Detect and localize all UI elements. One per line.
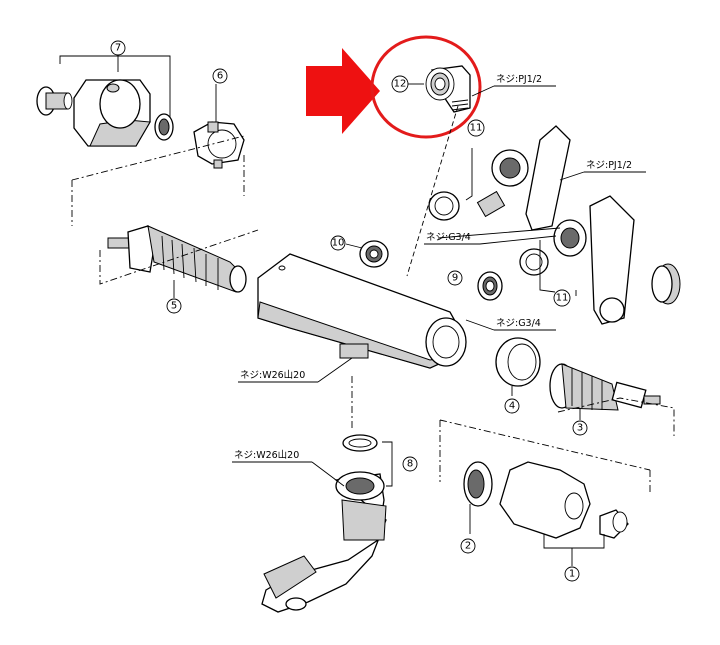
callout-7: 7 xyxy=(110,40,126,56)
callout-12-text: 12 xyxy=(394,79,407,90)
main-valve-body xyxy=(257,253,467,369)
callout-11-upper: 11 xyxy=(467,119,485,137)
callout-2: 2 xyxy=(460,538,476,554)
callout-2-text: 2 xyxy=(465,541,471,552)
callout-1-text: 1 xyxy=(569,569,575,580)
part-4-ring xyxy=(495,337,541,396)
callout-11-upper-text: 11 xyxy=(470,123,483,134)
thread-label-g34-lower-text: ネジ:G3/4 xyxy=(496,318,541,329)
part-1-handle xyxy=(499,461,629,566)
thread-label-pj-right-text: ネジ:PJ1/2 xyxy=(586,160,632,171)
thread-label-g34-lower: ネジ:G3/4 xyxy=(465,318,556,331)
thread-label-g34-upper-text: ネジ:G3/4 xyxy=(426,232,471,243)
callout-9: 9 xyxy=(447,270,463,286)
thread-label-w26-spout: ネジ:W26山20 xyxy=(232,450,345,487)
callout-10-text: 10 xyxy=(332,238,345,249)
callout-8: 8 xyxy=(402,456,418,472)
callout-8-text: 8 xyxy=(407,459,413,470)
callout-1: 1 xyxy=(564,566,580,582)
callout-3: 3 xyxy=(572,420,588,436)
callout-4-text: 4 xyxy=(509,401,515,412)
part-8-spout-assembly xyxy=(261,434,393,613)
callout-4: 4 xyxy=(504,398,520,414)
part-9-nut xyxy=(477,271,503,301)
thread-label-w26-body-text: ネジ:W26山20 xyxy=(240,370,305,381)
callout-9-text: 9 xyxy=(452,273,458,284)
right-inlet-fittings xyxy=(428,125,681,325)
part-12-elbow-fitting xyxy=(406,65,471,277)
callout-6: 6 xyxy=(212,68,228,84)
thread-label-w26-body: ネジ:W26山20 xyxy=(238,357,353,383)
callout-5-text: 5 xyxy=(171,301,177,312)
callout-12: 12 xyxy=(391,75,409,93)
thread-label-g34-upper: ネジ:G3/4 xyxy=(424,232,557,245)
part-3-cartridge xyxy=(549,363,675,436)
part-7-lever-assembly xyxy=(36,55,174,147)
callout-7-text: 7 xyxy=(115,43,121,54)
part-6-clip xyxy=(193,84,245,169)
callout-11-lower-text: 11 xyxy=(556,293,569,304)
part-2-ring xyxy=(463,461,493,534)
callout-3-text: 3 xyxy=(577,423,583,434)
thread-label-pj-right: ネジ:PJ1/2 xyxy=(559,160,646,181)
thread-label-pj-top-text: ネジ:PJ1/2 xyxy=(496,74,542,85)
callout-11-lower: 11 xyxy=(553,289,571,307)
part-10-nut xyxy=(345,240,389,268)
thread-label-w26-spout-text: ネジ:W26山20 xyxy=(234,450,299,461)
callout-10: 10 xyxy=(330,235,346,251)
callout-5: 5 xyxy=(166,298,182,314)
callout-6-text: 6 xyxy=(217,71,223,82)
thread-label-pj-top: ネジ:PJ1/2 xyxy=(471,74,556,97)
highlight-arrow xyxy=(306,48,380,134)
part-5-cartridge xyxy=(99,225,259,298)
highlight-circle xyxy=(370,35,482,139)
